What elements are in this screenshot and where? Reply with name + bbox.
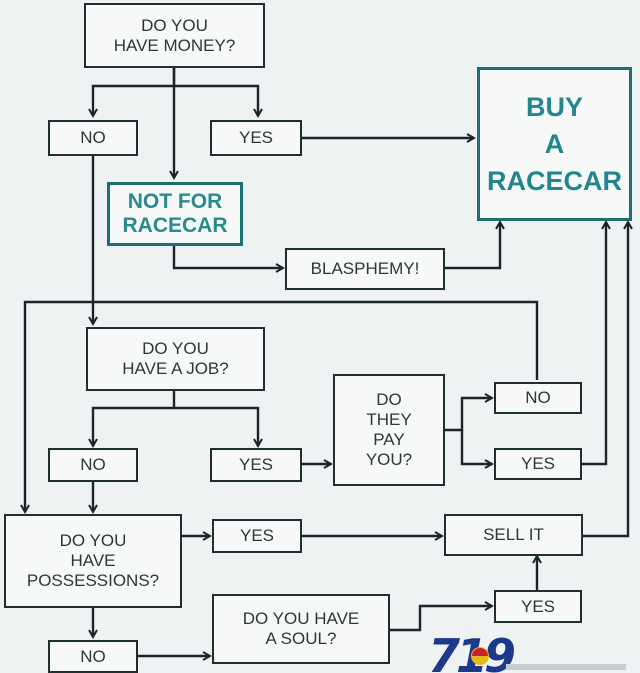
pay-question-box: DO THEY PAY YOU?: [333, 374, 445, 486]
sell-it-box: SELL IT: [444, 514, 583, 556]
connector-job-to-no: [93, 390, 176, 446]
connector-job-to-yes: [174, 406, 258, 446]
soul-question-box: DO YOU HAVE A SOUL?: [212, 594, 390, 664]
connector-loop-to-possessions: [25, 300, 539, 512]
no-possessions-box: NO: [48, 640, 138, 673]
connector-soul-to-yes: [390, 606, 492, 632]
connector-paid-to-buy: [582, 222, 606, 466]
job-question-box: DO YOU HAVE A JOB?: [86, 327, 265, 391]
money-question-box: DO YOU HAVE MONEY?: [84, 3, 265, 68]
paid-box: YES: [494, 448, 582, 480]
no-money-box: NO: [48, 120, 138, 156]
connector-pay-to-yes: [460, 430, 492, 464]
yes-job-box: YES: [210, 448, 302, 482]
no-job-box: NO: [48, 448, 138, 482]
connector-blasphemy-to-buy: [444, 222, 500, 270]
buy-racecar-box: BUY A RACECAR: [477, 67, 632, 221]
possessions-question-box: DO YOU HAVE POSSESSIONS?: [4, 514, 182, 608]
not-paid-box: NO: [494, 382, 582, 414]
connector-money-to-yes: [174, 84, 258, 116]
has-soul-box: YES: [494, 590, 582, 623]
connector-notforracecar-to-blasphemy: [172, 246, 283, 268]
not-for-racecar-box: NOT FOR RACECAR: [107, 182, 243, 246]
yes-possessions-box: YES: [212, 519, 302, 553]
connector-pay-to-no: [445, 398, 492, 432]
connector-sell-to-buy: [583, 222, 628, 538]
blasphemy-box: BLASPHEMY!: [285, 248, 445, 290]
svg-text:719: 719: [428, 629, 514, 673]
yes-money-box: YES: [210, 120, 302, 156]
